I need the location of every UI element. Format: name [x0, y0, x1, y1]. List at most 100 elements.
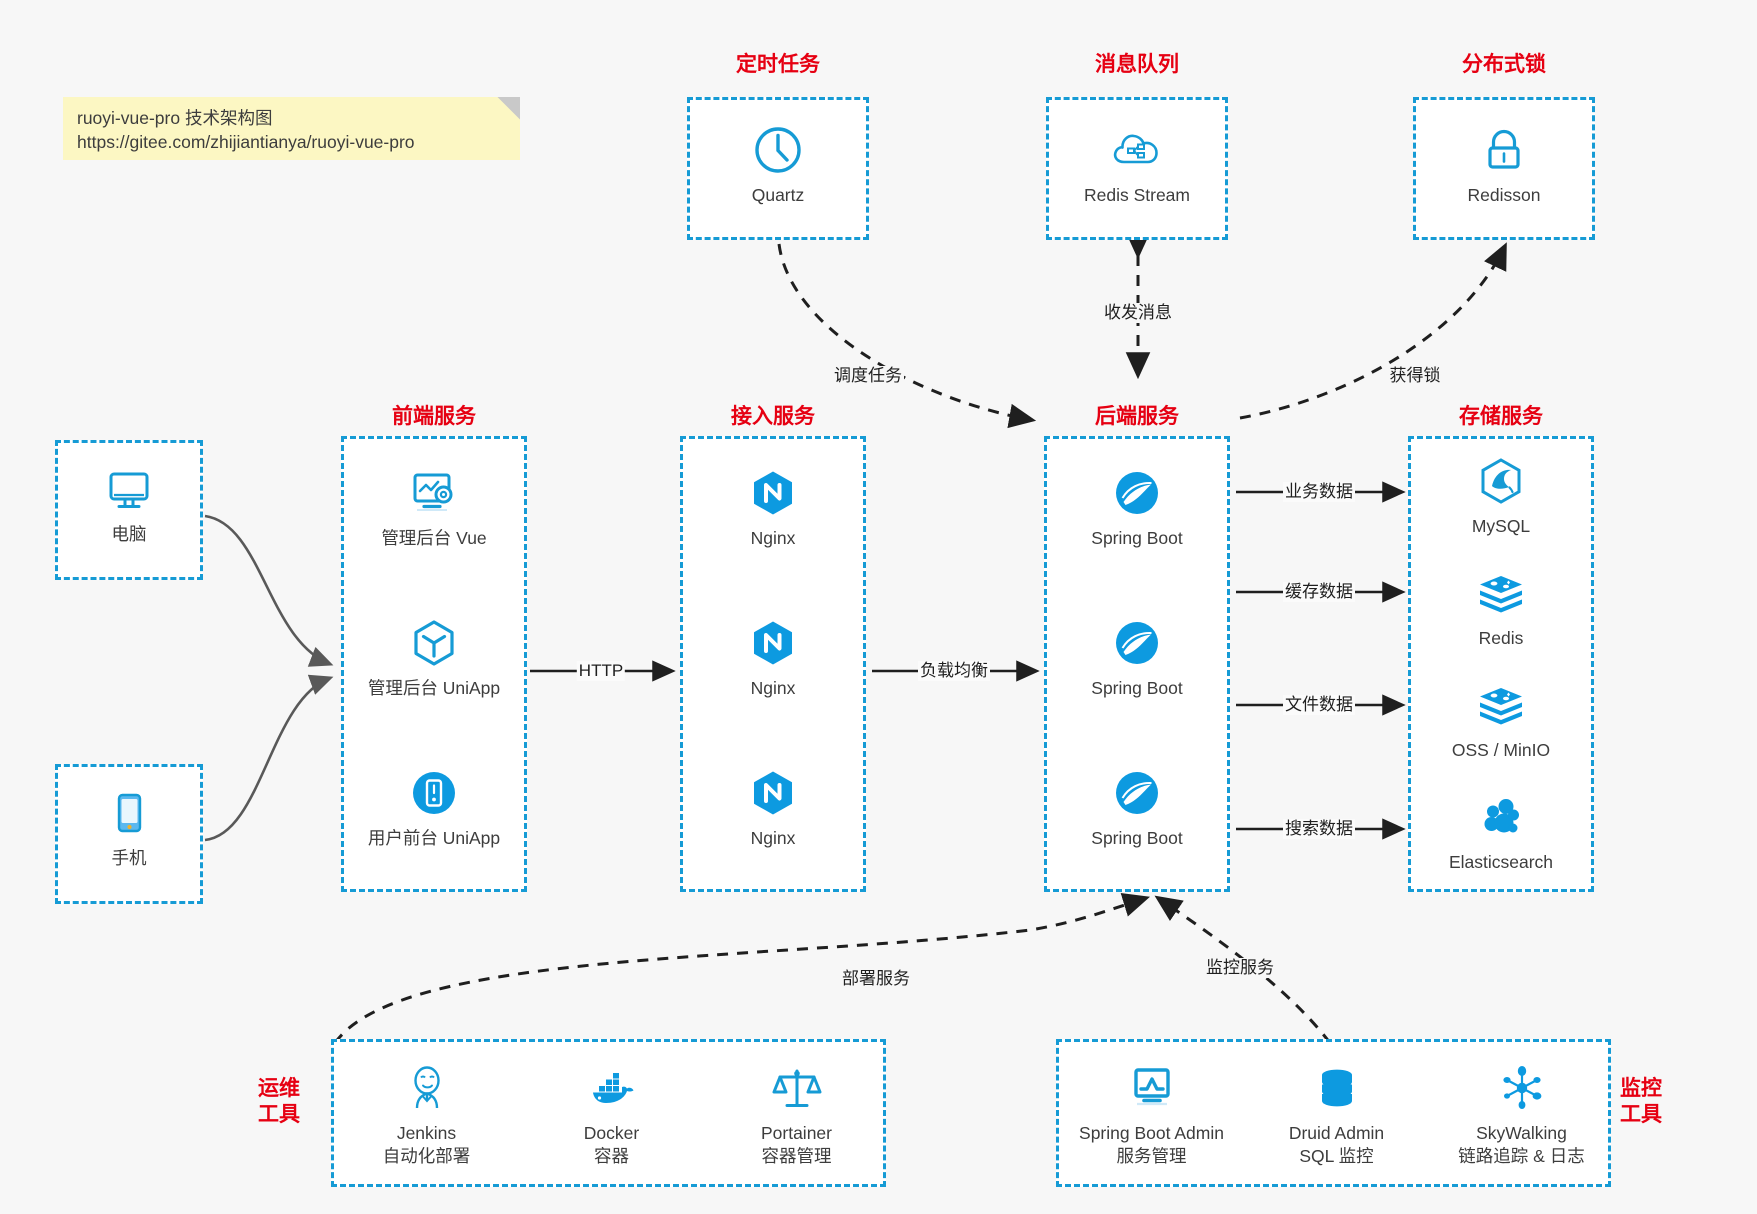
node-label: Spring Boot	[1091, 828, 1183, 848]
node-redis-stream[interactable]: Redis Stream	[1049, 122, 1225, 206]
nginx-icon	[683, 765, 863, 821]
cube-icon	[344, 615, 524, 671]
edge-label-acquire-lock: 获得锁	[1387, 366, 1443, 386]
docker-icon	[519, 1060, 704, 1116]
node-oss-minio[interactable]: OSS / MinIO	[1411, 677, 1591, 761]
node-label: SkyWalking	[1476, 1123, 1567, 1143]
group-caption-gateway: 接入服务	[731, 405, 815, 428]
node-spring-boot-2[interactable]: Spring Boot	[1047, 615, 1227, 699]
node-user-uniapp[interactable]: 用户前台 UniApp	[344, 765, 524, 849]
cloud-network-icon	[1049, 122, 1225, 178]
node-admin-vue[interactable]: 管理后台 Vue	[344, 465, 524, 549]
monitor-chart-icon	[1059, 1060, 1244, 1116]
node-admin-uniapp[interactable]: 管理后台 UniApp	[344, 615, 524, 699]
node-redisson[interactable]: Redisson	[1416, 122, 1592, 206]
group-scheduled-tasks: Quartz	[687, 97, 869, 240]
node-label: Druid Admin	[1288, 1123, 1385, 1143]
node-sublabel: 自动化部署	[382, 1146, 471, 1166]
node-label: 手机	[111, 848, 147, 868]
node-portainer[interactable]: Portainer 容器管理	[704, 1060, 889, 1168]
edge-label-deploy-service: 部署服务	[840, 969, 912, 989]
nginx-icon	[683, 615, 863, 671]
node-mysql[interactable]: MySQL	[1411, 453, 1591, 537]
node-nginx-2[interactable]: Nginx	[683, 615, 863, 699]
desktop-monitor-icon	[58, 461, 200, 517]
node-elasticsearch[interactable]: Elasticsearch	[1411, 789, 1591, 873]
node-label: Portainer	[760, 1123, 832, 1143]
node-skywalking[interactable]: SkyWalking 链路追踪 & 日志	[1429, 1060, 1614, 1168]
note-fold-corner	[497, 97, 520, 120]
node-spring-boot-1[interactable]: Spring Boot	[1047, 465, 1227, 549]
clock-icon	[690, 122, 866, 178]
edge-label-file-data: 文件数据	[1283, 695, 1355, 715]
group-caption-scheduled-tasks: 定时任务	[736, 53, 820, 76]
node-label: Jenkins	[396, 1123, 457, 1143]
spring-boot-icon	[1047, 765, 1227, 821]
node-label: Redisson	[1467, 185, 1541, 205]
node-spring-boot-3[interactable]: Spring Boot	[1047, 765, 1227, 849]
elasticsearch-icon	[1411, 789, 1591, 845]
spring-boot-icon	[1047, 615, 1227, 671]
group-gateway-services: Nginx Nginx Nginx	[680, 436, 866, 892]
node-sublabel: 服务管理	[1116, 1146, 1187, 1166]
mobile-circle-icon	[344, 765, 524, 821]
edge-label-message-inout: 收发消息	[1102, 303, 1174, 323]
node-label: MySQL	[1471, 516, 1531, 536]
group-caption-backend: 后端服务	[1095, 405, 1179, 428]
edge-label-load-balance: 负载均衡	[918, 661, 990, 681]
node-label: Spring Boot	[1091, 528, 1183, 548]
node-quartz[interactable]: Quartz	[690, 122, 866, 206]
group-caption-message-queue: 消息队列	[1095, 53, 1179, 76]
edge-label-http: HTTP	[576, 661, 626, 681]
node-label: Spring Boot	[1091, 678, 1183, 698]
mysql-icon	[1411, 453, 1591, 509]
nginx-icon	[683, 465, 863, 521]
info-note: ruoyi-vue-pro 技术架构图 https://gitee.com/zh…	[63, 97, 520, 160]
edge-mobile-to-frontend	[204, 674, 334, 842]
node-druid-admin[interactable]: Druid Admin SQL 监控	[1244, 1060, 1429, 1168]
edge-acquire-lock	[1239, 242, 1507, 420]
node-nginx-1[interactable]: Nginx	[683, 465, 863, 549]
node-sublabel: 容器	[594, 1146, 629, 1166]
monitoring-caption-line-2: 工具	[1620, 1103, 1662, 1126]
monitoring-caption-line-1: 监控	[1620, 1077, 1662, 1100]
group-backend-services: Spring Boot Spring Boot Spring Boot	[1044, 436, 1230, 892]
node-label: Docker	[583, 1123, 640, 1143]
note-line-2: https://gitee.com/zhijiantianya/ruoyi-vu…	[77, 132, 415, 152]
group-client-desktop: 电脑	[55, 440, 203, 580]
group-devops-tools: Jenkins 自动化部署 Docker	[331, 1039, 886, 1187]
devops-caption-line-2: 工具	[258, 1103, 300, 1126]
node-label: 管理后台 UniApp	[367, 678, 501, 698]
node-sublabel: SQL 监控	[1299, 1146, 1374, 1166]
node-label: Redis Stream	[1083, 185, 1190, 205]
edge-deploy-service	[333, 892, 1151, 1044]
node-nginx-3[interactable]: Nginx	[683, 765, 863, 849]
group-monitoring-tools: Spring Boot Admin 服务管理 Druid Admin SQL 监…	[1056, 1039, 1611, 1187]
node-sublabel: 链路追踪 & 日志	[1458, 1146, 1585, 1166]
smartphone-icon	[58, 785, 200, 841]
redis-icon	[1411, 565, 1591, 621]
dashboard-gear-icon	[344, 465, 524, 521]
jenkins-icon	[334, 1060, 519, 1116]
node-docker[interactable]: Docker 容器	[519, 1060, 704, 1168]
edge-schedule-task	[777, 243, 1037, 429]
group-client-mobile: 手机	[55, 764, 203, 904]
node-jenkins[interactable]: Jenkins 自动化部署	[334, 1060, 519, 1168]
node-redis[interactable]: Redis	[1411, 565, 1591, 649]
node-spring-boot-admin[interactable]: Spring Boot Admin 服务管理	[1059, 1060, 1244, 1168]
group-caption-monitoring: 监控 工具	[1620, 1076, 1682, 1128]
note-text: ruoyi-vue-pro 技术架构图 https://gitee.com/zh…	[77, 106, 500, 154]
node-label: Nginx	[750, 528, 796, 548]
node-label: 电脑	[111, 524, 147, 544]
spring-boot-icon	[1047, 465, 1227, 521]
node-desktop[interactable]: 电脑	[58, 461, 200, 545]
node-mobile[interactable]: 手机	[58, 785, 200, 869]
node-label: Spring Boot Admin	[1079, 1123, 1224, 1143]
group-caption-distributed-lock: 分布式锁	[1462, 53, 1546, 76]
note-line-1: ruoyi-vue-pro 技术架构图	[77, 108, 273, 128]
skywalking-icon	[1429, 1060, 1614, 1116]
lock-icon	[1416, 122, 1592, 178]
group-caption-storage: 存储服务	[1459, 405, 1543, 428]
edge-label-monitor-service: 监控服务	[1204, 958, 1276, 978]
